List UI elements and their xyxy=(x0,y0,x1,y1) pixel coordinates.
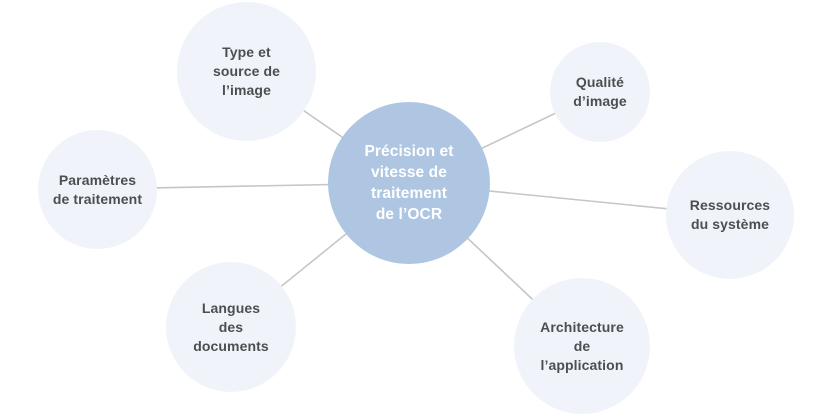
node-label: Langues des documents xyxy=(193,299,269,354)
central-node-ocr-precision-speed: Précision et vitesse de traitement de l’… xyxy=(328,102,490,264)
node-document-languages: Langues des documents xyxy=(166,262,296,392)
node-application-architecture: Architecture de l’application xyxy=(514,278,650,414)
node-label: Architecture de l’application xyxy=(540,318,624,373)
node-label: Paramètres de traitement xyxy=(52,171,143,207)
node-label: Ressources du système xyxy=(689,197,771,232)
node-type-source-image: Type et source de l’image xyxy=(177,2,316,141)
central-node-label: Précision et vitesse de traitement de l’… xyxy=(364,143,454,223)
node-system-resources: Ressources du système xyxy=(666,151,794,279)
node-processing-parameters: Paramètres de traitement xyxy=(38,130,157,249)
node-image-quality: Qualité d’image xyxy=(550,42,650,142)
node-label: Type et source de l’image xyxy=(212,44,281,98)
node-label: Qualité d’image xyxy=(573,74,627,109)
